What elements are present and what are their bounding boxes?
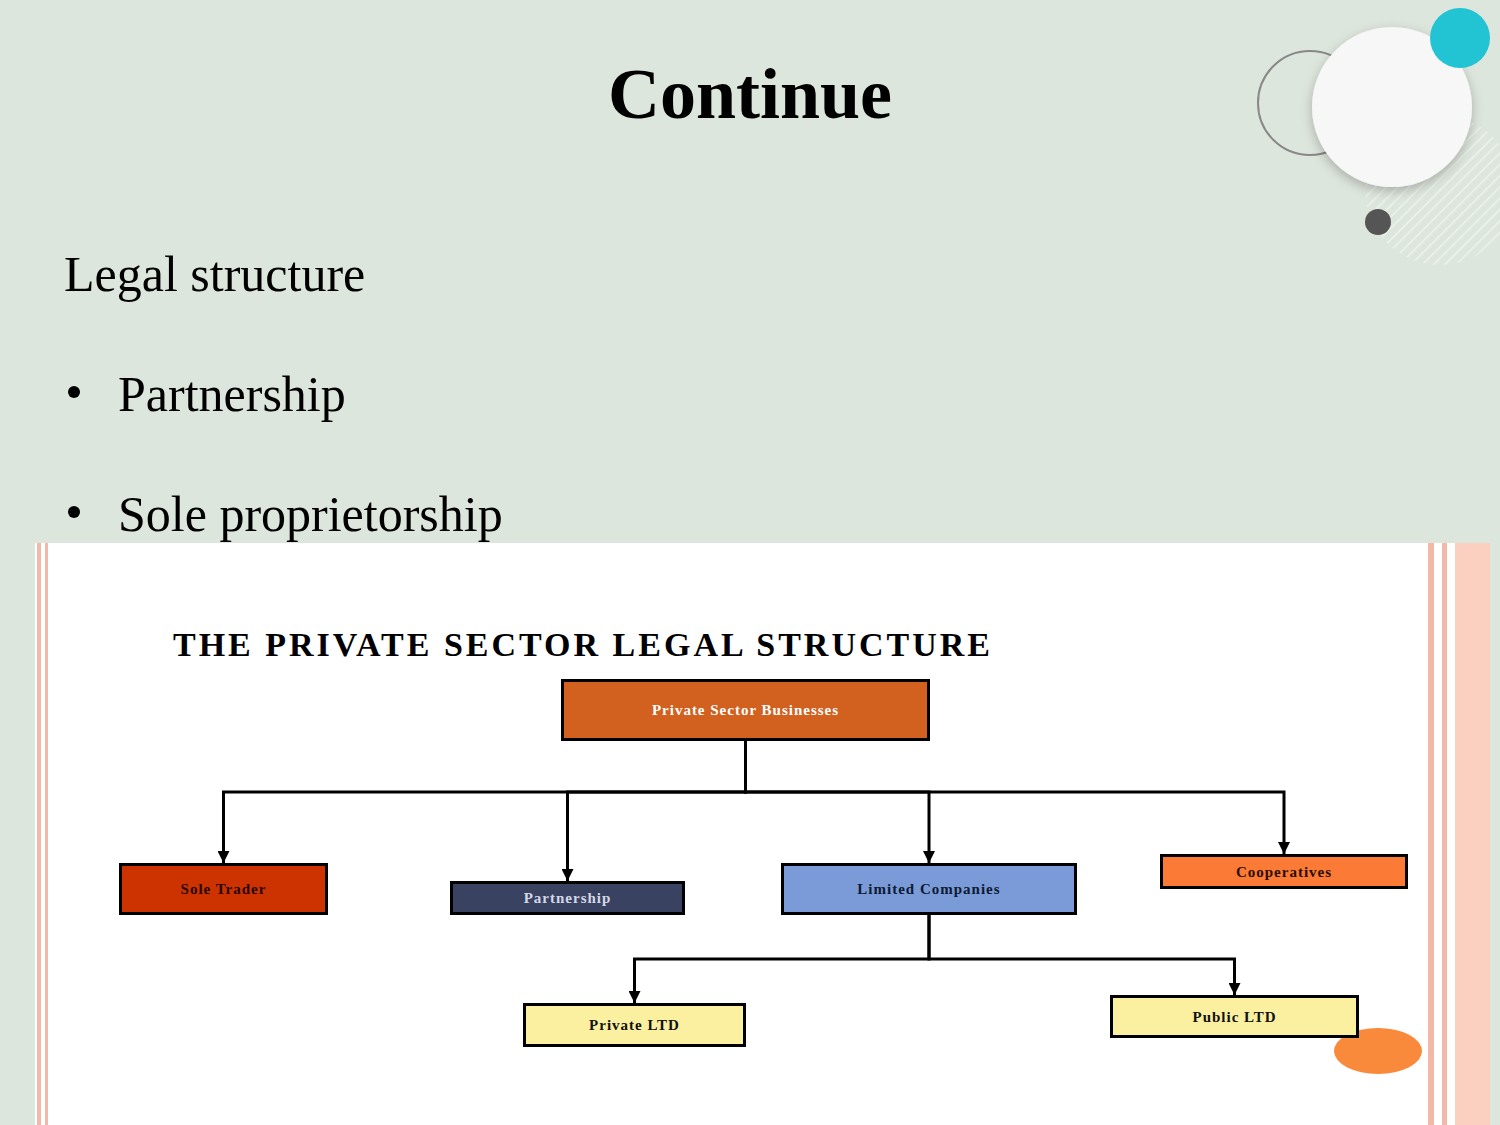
slide-title: Continue: [0, 52, 1500, 136]
bullet-item: Partnership: [118, 365, 346, 423]
section-heading: Legal structure: [64, 245, 365, 303]
box-label: Limited Companies: [857, 881, 1000, 897]
image-panel: [35, 543, 1490, 1125]
bullet-dot: [68, 506, 80, 518]
grey-dot: [1365, 209, 1391, 235]
tree-connector: [746, 741, 930, 863]
panel-stripe: [45, 543, 48, 1125]
panel-stripe: [37, 543, 41, 1125]
tree-connector: [568, 741, 746, 881]
category-box: Sole Trader: [119, 863, 328, 915]
panel-stripe: [1442, 543, 1447, 1125]
diagram-heading: THE PRIVATE SECTOR LEGAL STRUCTURE: [173, 624, 993, 666]
category-box: Partnership: [450, 881, 685, 915]
tree-connector: [929, 915, 1235, 995]
panel-stripe: [1455, 543, 1490, 1125]
panel-stripe: [1428, 543, 1434, 1125]
box-label: Public LTD: [1192, 1009, 1276, 1025]
tree-connector: [224, 741, 746, 863]
box-label: Partnership: [524, 890, 612, 906]
box-label: Sole Trader: [181, 881, 267, 897]
tree-connector: [635, 915, 930, 1003]
category-box: Cooperatives: [1160, 854, 1408, 889]
teal-circle: [1430, 8, 1490, 68]
box-label: Cooperatives: [1236, 864, 1332, 880]
category-box: Limited Companies: [781, 863, 1077, 915]
bullet-dot: [68, 386, 80, 398]
subtype-box: Public LTD: [1110, 995, 1359, 1038]
subtype-box: Private LTD: [523, 1003, 746, 1047]
root-box: Private Sector Businesses: [561, 679, 930, 741]
box-label: Private LTD: [589, 1017, 680, 1033]
box-label: Private Sector Businesses: [652, 702, 839, 718]
tree-connector: [746, 741, 1285, 854]
bullet-item: Sole proprietorship: [118, 485, 503, 543]
